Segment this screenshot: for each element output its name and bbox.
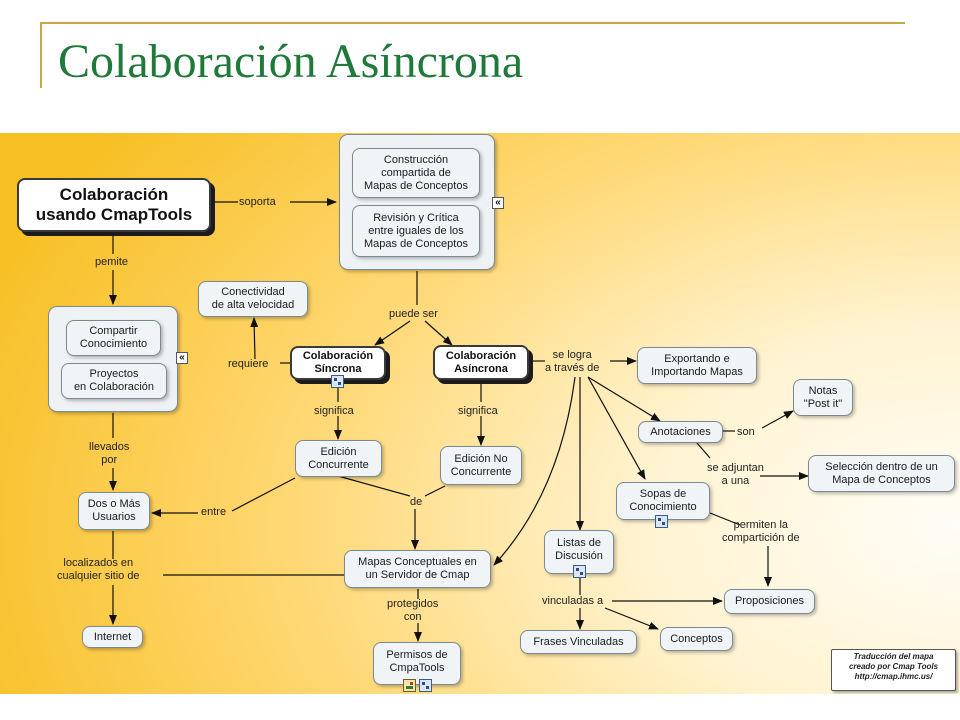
link-label-pemite: pemite (95, 256, 129, 268)
expand-group-icon[interactable]: « (176, 352, 188, 364)
node-dos-o-mas-usuarios[interactable]: Dos o Más Usuarios (78, 492, 150, 530)
node-colaboracion-cmaptools[interactable]: Colaboración usando CmapTools (17, 178, 211, 232)
expand-group-icon[interactable]: « (492, 197, 504, 209)
node-revision-critica[interactable]: Revisión y Crítica entre iguales de los … (352, 205, 480, 257)
node-proposiciones[interactable]: Proposiciones (724, 589, 815, 614)
link-label-llevados-por: llevados por (89, 441, 130, 466)
slide-title: Colaboración Asíncrona (58, 35, 524, 88)
cmap-resource-icon[interactable] (655, 515, 668, 528)
node-internet[interactable]: Internet (82, 626, 143, 648)
link-label-vinculadas: vinculadas a (542, 595, 604, 607)
link-label-soporta: soporta (239, 196, 276, 208)
node-conectividad[interactable]: Conectividad de alta velocidad (198, 281, 308, 317)
node-construccion-compartida[interactable]: Construcción compartida de Mapas de Conc… (352, 148, 480, 198)
link-label-significa: significa (458, 405, 498, 417)
link-label-se-logra: se logra a través de (545, 349, 600, 374)
link-label-entre: entre (201, 506, 227, 518)
link-label-localizados: localizados en cualquier sitio de (57, 557, 140, 582)
credit-box: Traducción del mapa creado por Cmap Tool… (831, 649, 956, 691)
node-seleccion-mapa[interactable]: Selección dentro de un Mapa de Conceptos (808, 455, 955, 492)
link-label-significa: significa (314, 405, 354, 417)
node-edicion-concurrente[interactable]: Edición Concurrente (295, 440, 382, 477)
link-label-requiere: requiere (228, 358, 269, 370)
link-label-permiten: permiten la compartición de (722, 519, 800, 544)
node-permisos-cmaptools[interactable]: Permisos de CmpaTools (373, 642, 461, 685)
node-mapas-servidor-cmap[interactable]: Mapas Conceptuales en un Servidor de Cma… (344, 550, 491, 588)
cmap-resource-icon[interactable] (419, 679, 432, 692)
link-label-de: de (410, 496, 423, 508)
image-resource-icon[interactable] (403, 679, 416, 692)
link-label-se-adjuntan: se adjuntan a una (707, 462, 764, 487)
node-frases-vinculadas[interactable]: Frases Vinculadas (520, 630, 637, 654)
concept-map: Colaboración usando CmapTools Construcci… (0, 133, 960, 694)
node-conceptos[interactable]: Conceptos (660, 627, 733, 651)
link-label-protegidos: protegidos con (387, 598, 439, 623)
node-colaboracion-asincrona[interactable]: Colaboración Asíncrona (433, 345, 529, 380)
title-rule-horizontal (40, 22, 905, 24)
node-edicion-no-concurrente[interactable]: Edición No Concurrente (440, 446, 522, 485)
title-rule-vertical (40, 22, 42, 88)
node-exportando-importando[interactable]: Exportando e Importando Mapas (637, 347, 757, 384)
node-compartir-conocimiento[interactable]: Compartir Conocimiento (66, 320, 161, 356)
node-proyectos-colaboracion[interactable]: Proyectos en Colaboración (61, 363, 167, 399)
node-notas-post-it[interactable]: Notas "Post it" (793, 379, 853, 416)
cmap-resource-icon[interactable] (331, 375, 344, 388)
connection-lines (109, 198, 809, 642)
link-label-puede-ser: puede ser (389, 308, 438, 320)
link-label-son: son (737, 426, 755, 438)
cmap-resource-icon[interactable] (573, 565, 586, 578)
node-anotaciones[interactable]: Anotaciones (638, 421, 723, 443)
